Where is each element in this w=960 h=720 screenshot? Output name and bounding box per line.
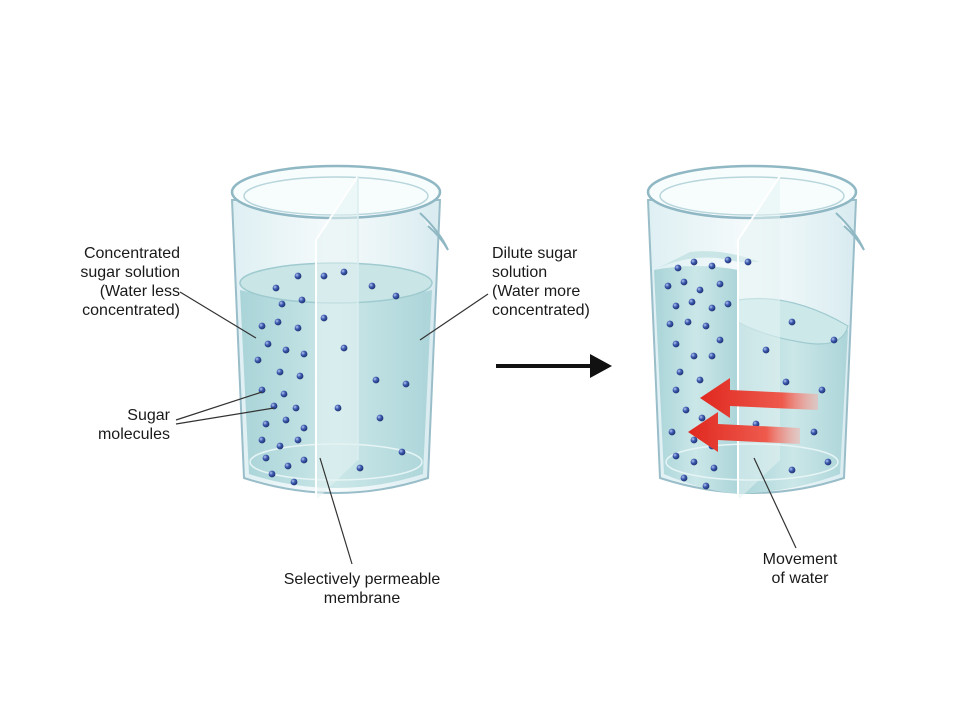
concentrated-solution-label: Concentrated sugar solution (Water less … bbox=[80, 245, 180, 319]
right-arrow-icon bbox=[496, 354, 612, 378]
sugar-molecule bbox=[290, 478, 298, 486]
sugar-molecule bbox=[666, 320, 674, 328]
sugar-molecule bbox=[668, 428, 676, 436]
sugar-molecule bbox=[716, 280, 724, 288]
sugar-molecule bbox=[684, 318, 692, 326]
sugar-molecule bbox=[710, 464, 718, 472]
sugar-molecule bbox=[724, 300, 732, 308]
red-arrow-icon bbox=[688, 378, 818, 452]
sugar-molecule bbox=[708, 352, 716, 360]
sugar-molecule bbox=[376, 414, 384, 422]
sugar-molecule bbox=[264, 340, 272, 348]
sugar-molecule bbox=[258, 386, 266, 394]
sugar-molecule bbox=[368, 282, 376, 290]
movement-of-water-label: Movement of water bbox=[762, 551, 838, 587]
sugar-molecule bbox=[356, 464, 364, 472]
sugar-molecule bbox=[672, 452, 680, 460]
left-membrane bbox=[315, 175, 359, 500]
sugar-molecule bbox=[672, 302, 680, 310]
sugar-molecule bbox=[830, 336, 838, 344]
sugar-molecule bbox=[708, 304, 716, 312]
sugar-molecule bbox=[696, 376, 704, 384]
sugar-molecule bbox=[398, 448, 406, 456]
sugar-molecule bbox=[272, 284, 280, 292]
sugar-molecule bbox=[340, 268, 348, 276]
sugar-molecule bbox=[276, 442, 284, 450]
sugar-molecule bbox=[294, 272, 302, 280]
leader-lines bbox=[175, 291, 797, 565]
sugar-molecule bbox=[690, 436, 698, 444]
sugar-molecule bbox=[688, 298, 696, 306]
sugar-molecule bbox=[744, 258, 752, 266]
sugar-molecule bbox=[320, 314, 328, 322]
sugar-molecule bbox=[392, 292, 400, 300]
sugar-molecule bbox=[300, 350, 308, 358]
sugar-molecule bbox=[716, 336, 724, 344]
sugar-molecule bbox=[282, 416, 290, 424]
sugar-molecule bbox=[702, 482, 710, 490]
sugar-molecule bbox=[334, 404, 342, 412]
sugar-molecule bbox=[818, 386, 826, 394]
sugar-molecule bbox=[824, 458, 832, 466]
sugar-molecule bbox=[300, 424, 308, 432]
right-beaker bbox=[646, 164, 865, 500]
sugar-molecule bbox=[690, 258, 698, 266]
sugar-molecule bbox=[724, 256, 732, 264]
sugar-molecule bbox=[752, 420, 760, 428]
sugar-molecule bbox=[258, 436, 266, 444]
sugar-molecule bbox=[664, 282, 672, 290]
sugar-molecule bbox=[296, 372, 304, 380]
sugar-molecule bbox=[276, 368, 284, 376]
sugar-molecule bbox=[676, 368, 684, 376]
sugar-molecule bbox=[696, 286, 704, 294]
sugar-molecule bbox=[278, 300, 286, 308]
sugar-molecule bbox=[258, 322, 266, 330]
sugar-molecule bbox=[294, 436, 302, 444]
membrane-label: Selectively permeable membrane bbox=[283, 571, 441, 607]
sugar-molecule bbox=[680, 474, 688, 482]
right-membrane bbox=[737, 175, 781, 500]
sugar-molecule bbox=[340, 344, 348, 352]
sugar-molecule bbox=[254, 356, 262, 364]
sugar-molecule bbox=[294, 324, 302, 332]
sugar-molecule bbox=[320, 272, 328, 280]
sugar-molecule bbox=[268, 470, 276, 478]
sugar-molecule bbox=[788, 318, 796, 326]
sugar-molecule bbox=[708, 262, 716, 270]
sugar-molecule bbox=[262, 454, 270, 462]
sugar-molecule bbox=[298, 296, 306, 304]
sugar-molecule bbox=[372, 376, 380, 384]
sugar-molecule bbox=[690, 352, 698, 360]
sugar-molecule bbox=[672, 386, 680, 394]
sugar-molecule bbox=[762, 346, 770, 354]
sugar-molecule bbox=[690, 458, 698, 466]
sugar-molecules bbox=[254, 256, 838, 490]
sugar-molecules-label: Sugar molecules bbox=[97, 407, 170, 443]
sugar-molecule bbox=[274, 318, 282, 326]
sugar-molecule bbox=[680, 278, 688, 286]
sugar-molecule bbox=[292, 404, 300, 412]
sugar-molecule bbox=[702, 322, 710, 330]
sugar-molecule bbox=[280, 390, 288, 398]
sugar-molecule bbox=[300, 456, 308, 464]
sugar-molecule bbox=[284, 462, 292, 470]
sugar-molecule bbox=[672, 340, 680, 348]
sugar-molecule bbox=[698, 414, 706, 422]
sugar-molecule bbox=[262, 420, 270, 428]
sugar-molecule bbox=[682, 406, 690, 414]
sugar-molecule bbox=[782, 378, 790, 386]
left-beaker bbox=[230, 164, 449, 500]
sugar-molecule bbox=[788, 466, 796, 474]
sugar-molecule bbox=[402, 380, 410, 388]
sugar-molecule bbox=[674, 264, 682, 272]
sugar-molecule bbox=[810, 428, 818, 436]
dilute-solution-label: Dilute sugar solution (Water more concen… bbox=[492, 245, 590, 319]
sugar-molecule bbox=[282, 346, 290, 354]
